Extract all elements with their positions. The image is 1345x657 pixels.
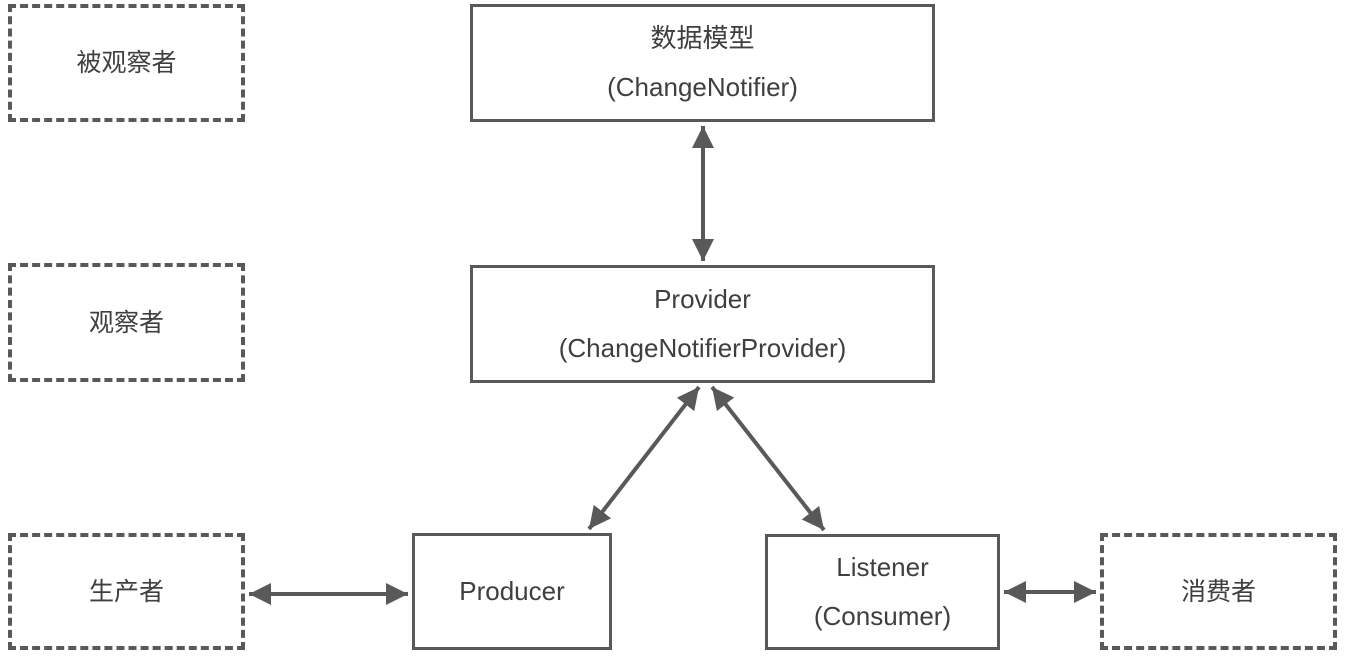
node-title: Listener <box>836 552 929 582</box>
node-subtitle: (ChangeNotifier) <box>607 72 798 102</box>
node-label: 生产者 <box>88 577 164 606</box>
node-provider: Provider (ChangeNotifierProvider) <box>470 265 935 383</box>
node-producer-role: 生产者 <box>8 533 245 650</box>
arrow-provider-producer <box>587 385 701 531</box>
arrow-provider-listener <box>710 385 826 532</box>
node-observable-role: 被观察者 <box>8 4 245 122</box>
node-label: 被观察者 <box>76 49 177 77</box>
node-title: Provider <box>654 284 751 314</box>
node-consumer-role: 消费者 <box>1100 533 1337 650</box>
node-subtitle: (ChangeNotifierProvider) <box>558 333 847 363</box>
node-data-model: 数据模型 (ChangeNotifier) <box>470 4 935 122</box>
node-label: 消费者 <box>1180 577 1256 606</box>
node-label: 观察者 <box>88 308 164 337</box>
node-producer: Producer <box>412 533 612 650</box>
node-title: 数据模型 <box>650 23 755 53</box>
node-title: Producer <box>459 576 565 606</box>
node-observer-role: 观察者 <box>8 263 245 382</box>
node-subtitle: (Consumer) <box>813 601 952 631</box>
node-listener: Listener (Consumer) <box>765 534 1000 650</box>
